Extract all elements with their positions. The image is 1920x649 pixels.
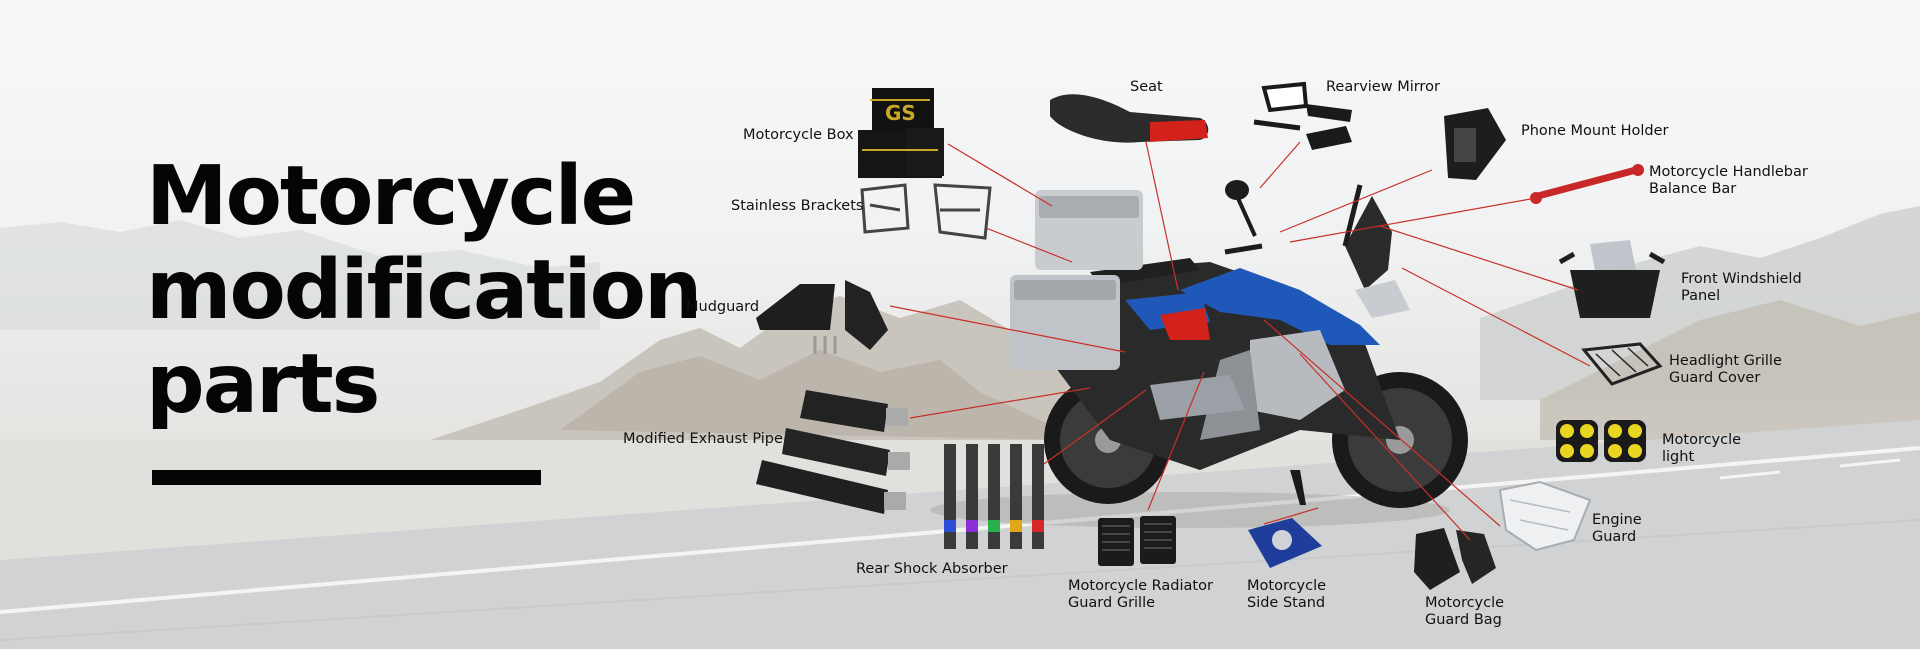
label-rear-shock-absorber: Rear Shock Absorber [856, 561, 1008, 577]
phone-mount-holder-thumbnail [1444, 108, 1506, 180]
side-stand-thumbnail [1248, 518, 1322, 568]
mudguard-thumbnail [756, 280, 888, 354]
rearview-mirror-thumbnail [1253, 81, 1352, 150]
headlight-grille-thumbnail [1581, 342, 1663, 386]
guard-bag-thumbnail [1414, 528, 1496, 590]
part-thumbnails: GS [756, 81, 1666, 590]
label-rearview-mirror: Rearview Mirror [1326, 79, 1440, 95]
label-motorcycle-box: Motorcycle Box [743, 127, 854, 143]
title-line-1: Motorcycle [146, 149, 636, 244]
motorcycle-box-thumbnail: GS [858, 88, 944, 178]
label-phone-mount-holder: Phone Mount Holder [1521, 123, 1669, 139]
engine-guard-thumbnail [1498, 480, 1592, 552]
title-line-2: modification [146, 243, 702, 338]
box-logo: GS [885, 101, 916, 125]
page-title: Motorcycle modification parts [146, 149, 702, 432]
handlebar-balance-bar-thumbnail [1530, 164, 1644, 204]
front-windshield-thumbnail [1558, 240, 1666, 318]
label-mudguard: Mudguard [686, 299, 760, 315]
label-seat: Seat [1130, 79, 1163, 95]
title-line-3: parts [146, 337, 380, 432]
callout-lines [889, 141, 1591, 541]
motorcycle-light-thumbnail [1556, 420, 1646, 462]
stainless-brackets-thumbnail [860, 183, 992, 240]
rear-shock-absorber-thumbnail [944, 444, 1044, 549]
exhaust-pipe-thumbnail [756, 390, 910, 514]
seat-thumbnail [1050, 94, 1209, 143]
motorcycle-illustration [930, 180, 1468, 528]
label-modified-exhaust-pipe: Modified Exhaust Pipe [623, 431, 783, 447]
title-underline [152, 470, 541, 485]
label-stainless-brackets: Stainless Brackets [731, 198, 864, 214]
radiator-guard-grille-thumbnail [1098, 516, 1176, 566]
